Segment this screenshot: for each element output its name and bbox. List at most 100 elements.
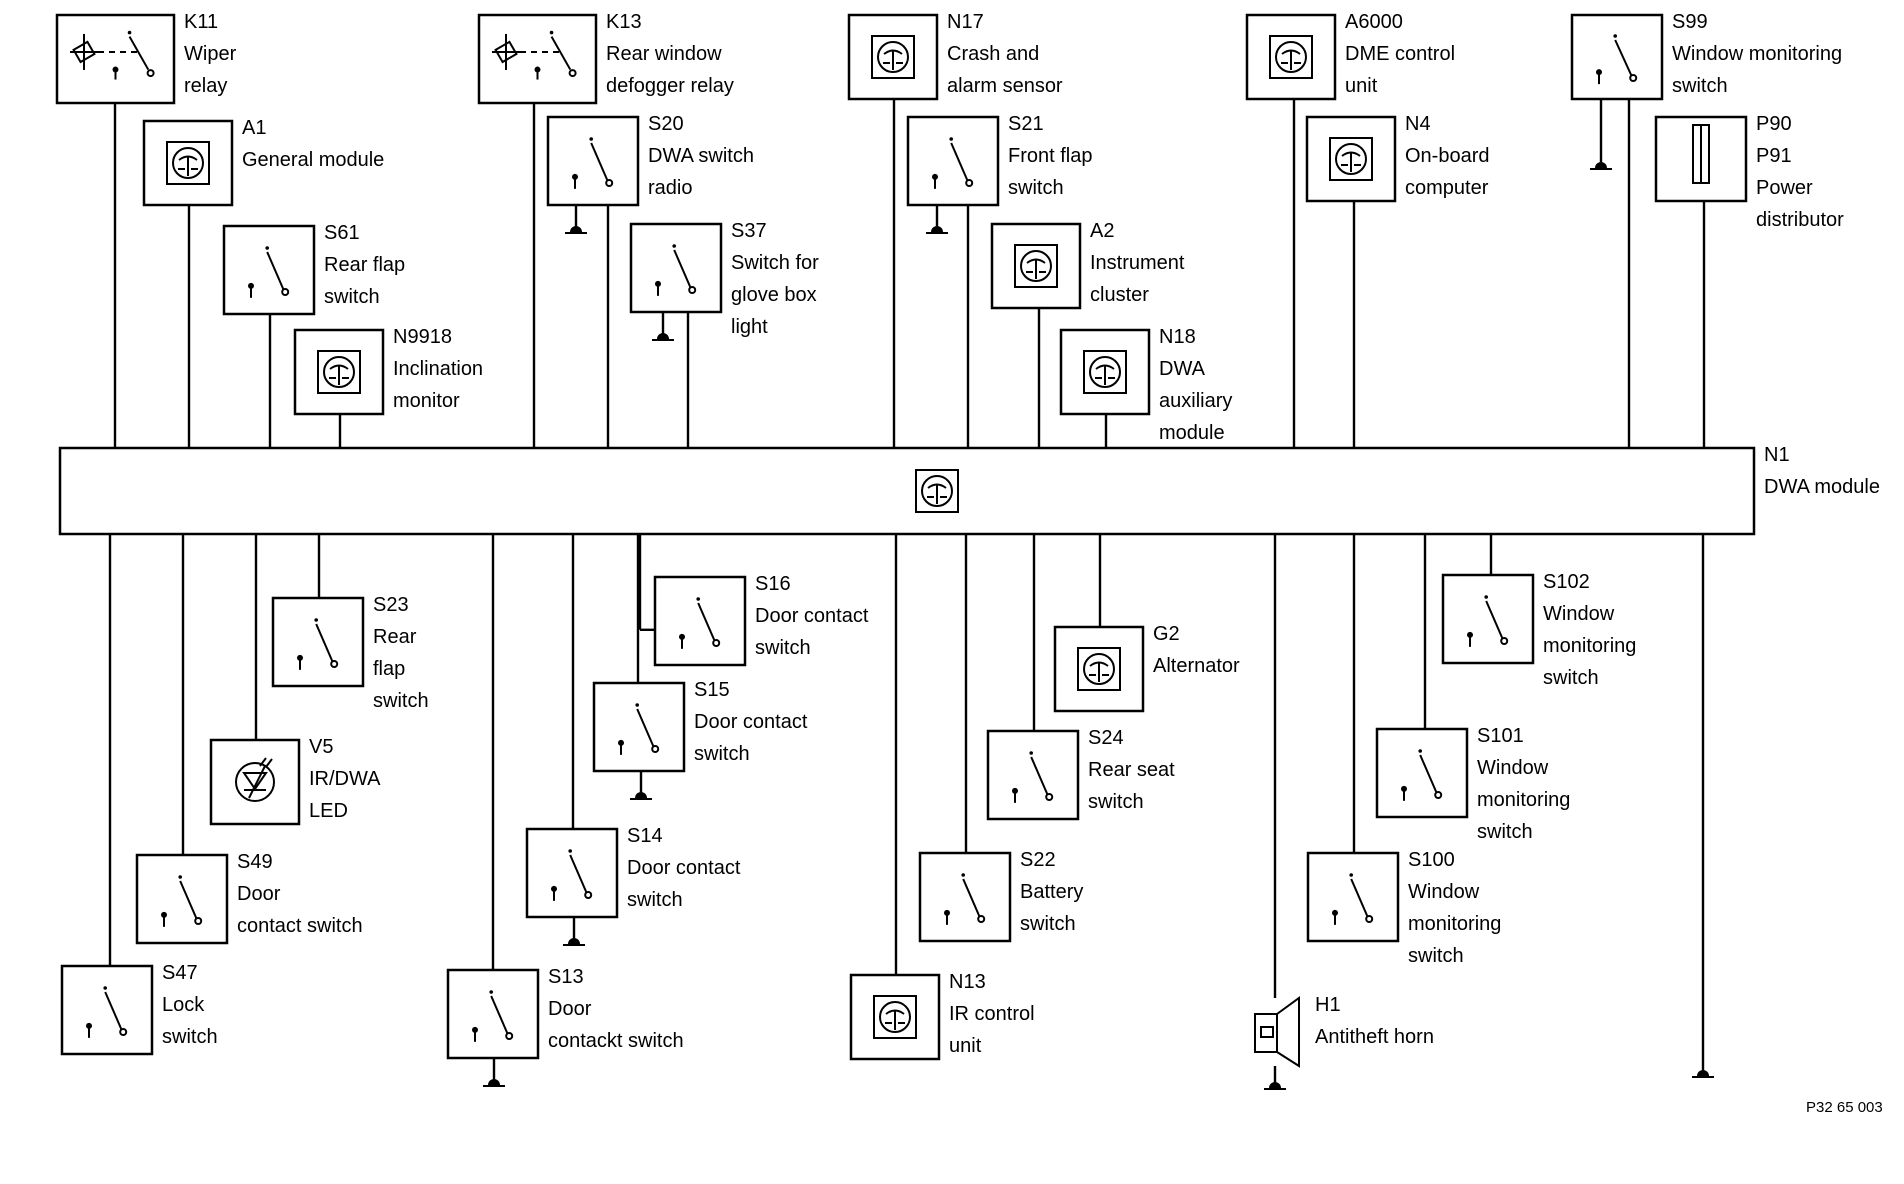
component-id-label: S14 xyxy=(627,825,663,847)
component-name-label: P91 xyxy=(1756,145,1792,167)
module-icon xyxy=(1269,35,1313,79)
component-id-label: N13 xyxy=(949,971,986,993)
component-id-label: S99 xyxy=(1672,11,1708,33)
horn-icon xyxy=(1254,996,1300,1068)
component-name-label: On-board xyxy=(1405,145,1490,167)
component-id-label: K11 xyxy=(184,11,218,33)
switch-icon xyxy=(161,875,203,927)
component-name-label: switch xyxy=(1543,667,1599,689)
component-name-label: Switch for xyxy=(731,252,819,274)
k13-box xyxy=(477,13,598,105)
dwa-module-bar xyxy=(58,446,1756,536)
module-icon xyxy=(1083,350,1127,394)
s99-box xyxy=(1570,13,1664,101)
component-id-label: S24 xyxy=(1088,727,1124,749)
s47-box xyxy=(60,964,154,1056)
component-id-label: S37 xyxy=(731,220,767,242)
s16-box xyxy=(653,575,747,667)
component-name-label: Rear xyxy=(373,626,417,648)
component-id-label: K13 xyxy=(606,11,642,33)
relay-icon xyxy=(70,30,155,80)
component-name-label: auxiliary xyxy=(1159,390,1232,412)
switch-icon xyxy=(944,873,986,925)
ground-icon xyxy=(563,938,585,946)
component-name-label: switch xyxy=(1408,945,1464,967)
component-name-label: flap xyxy=(373,658,405,680)
component-name-label: cluster xyxy=(1090,284,1149,306)
switch-icon xyxy=(472,990,514,1042)
component-name-label: Battery xyxy=(1020,881,1083,903)
bus-module-icon xyxy=(915,469,959,513)
component-id-label: N17 xyxy=(947,11,984,33)
component-name-label: Window xyxy=(1477,757,1549,779)
switch-icon xyxy=(297,618,339,670)
component-name-label: DWA xyxy=(1159,358,1206,380)
s15-box xyxy=(592,681,686,773)
switch-icon xyxy=(1596,34,1638,85)
component-id-label: S21 xyxy=(1008,113,1044,135)
component-name-label: Wiper xyxy=(184,43,237,65)
component-name-label: Instrument xyxy=(1090,252,1185,274)
component-name-label: module xyxy=(1159,422,1225,444)
switch-icon xyxy=(1467,595,1509,647)
component-id-label: N9918 xyxy=(393,326,452,348)
component-id-label: V5 xyxy=(309,736,333,758)
switch-icon xyxy=(551,849,593,901)
k11-box xyxy=(55,13,176,105)
module-icon xyxy=(873,995,917,1039)
bus-grounds-layer xyxy=(1692,534,1714,1078)
component-name-label: Power xyxy=(1756,177,1813,199)
component-name-label: switch xyxy=(627,889,683,911)
component-name-label: Rear window xyxy=(606,43,722,65)
component-name-label: light xyxy=(731,316,768,338)
component-name-label: computer xyxy=(1405,177,1489,199)
v5-box xyxy=(209,738,301,826)
switch-icon xyxy=(86,986,128,1038)
component-id-label: H1 xyxy=(1315,994,1341,1016)
dwa-module-bus: N1 DWA module xyxy=(58,444,1880,536)
fuse-icon xyxy=(1692,124,1710,184)
component-id-label: S16 xyxy=(755,573,791,595)
component-name-label: switch xyxy=(373,690,429,712)
ground-icon xyxy=(652,333,674,341)
module-icon xyxy=(317,350,361,394)
component-name-label: defogger relay xyxy=(606,75,734,97)
component-name-label: Alternator xyxy=(1153,655,1240,677)
bus-id-label: N1 xyxy=(1764,444,1790,466)
component-name-label: Inclination xyxy=(393,358,483,380)
component-id-label: S23 xyxy=(373,594,409,616)
component-name-label: Door contact xyxy=(694,711,808,733)
component-name-label: unit xyxy=(949,1035,982,1057)
switch-icon xyxy=(1401,749,1443,801)
component-name-label: IR/DWA xyxy=(309,768,381,790)
component-name-label: Window xyxy=(1543,603,1615,625)
component-id-label: S49 xyxy=(237,851,273,873)
component-id-label: S61 xyxy=(324,222,360,244)
component-name-label: switch xyxy=(1088,791,1144,813)
s21-box xyxy=(906,115,1000,207)
component-name-label: switch xyxy=(1477,821,1533,843)
component-name-label: monitoring xyxy=(1477,789,1570,811)
s20-box xyxy=(546,115,640,207)
ground-icon xyxy=(926,226,948,234)
relay-icon xyxy=(492,30,577,80)
ground-icon xyxy=(483,1079,505,1087)
